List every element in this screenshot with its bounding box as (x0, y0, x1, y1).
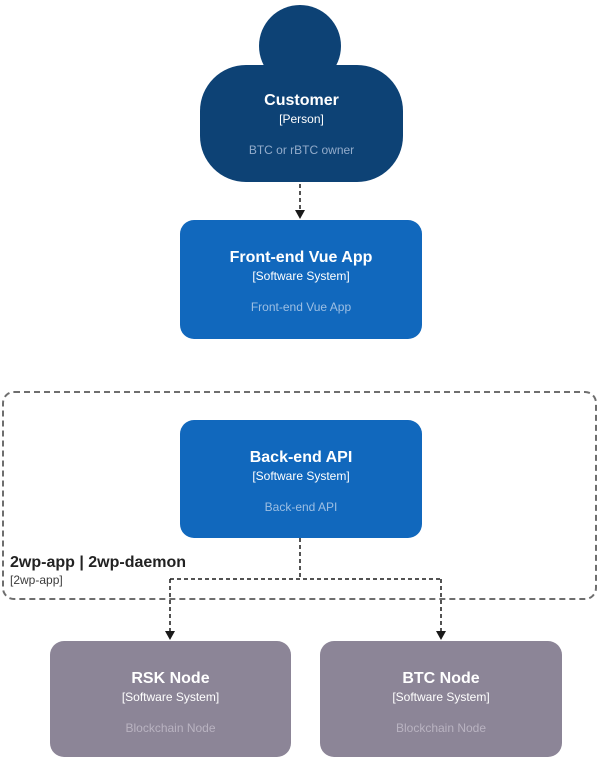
rsk-description: Blockchain Node (125, 721, 216, 735)
rsk-type: [Software System] (121, 690, 220, 704)
btc-type: [Software System] (392, 690, 490, 704)
frontend-description: Front-end Vue App (250, 300, 352, 314)
backend-api-node: Back-end API [Software System] Back-end … (180, 420, 422, 538)
btc-title: BTC Node (402, 670, 480, 687)
frontend-vue-app-node: Front-end Vue App [Software System] Fron… (180, 220, 422, 339)
frontend-title: Front-end Vue App (229, 249, 373, 266)
customer-description: BTC or rBTC owner (248, 143, 355, 157)
backend-type: [Software System] (252, 469, 350, 483)
arrowhead-frontend (295, 210, 305, 219)
backend-description: Back-end API (264, 500, 338, 514)
arrowhead-btc (436, 631, 446, 640)
rsk-node: RSK Node [Software System] Blockchain No… (50, 641, 291, 757)
btc-description: Blockchain Node (395, 721, 487, 735)
customer-title: Customer (264, 92, 339, 109)
boundary-subtitle: [2wp-app] (10, 573, 63, 587)
customer-type: [Person] (279, 112, 324, 126)
frontend-type: [Software System] (252, 269, 350, 283)
2wp-app-boundary (2, 391, 597, 600)
arrowhead-rsk (165, 631, 175, 640)
customer-person-node: Customer [Person] BTC or rBTC owner (200, 65, 403, 182)
rsk-title: RSK Node (131, 670, 210, 687)
boundary-title: 2wp-app | 2wp-daemon (10, 554, 187, 571)
btc-node: BTC Node [Software System] Blockchain No… (320, 641, 562, 757)
boundary-label: 2wp-app | 2wp-daemon [2wp-app] (10, 553, 186, 588)
backend-title: Back-end API (249, 449, 353, 466)
